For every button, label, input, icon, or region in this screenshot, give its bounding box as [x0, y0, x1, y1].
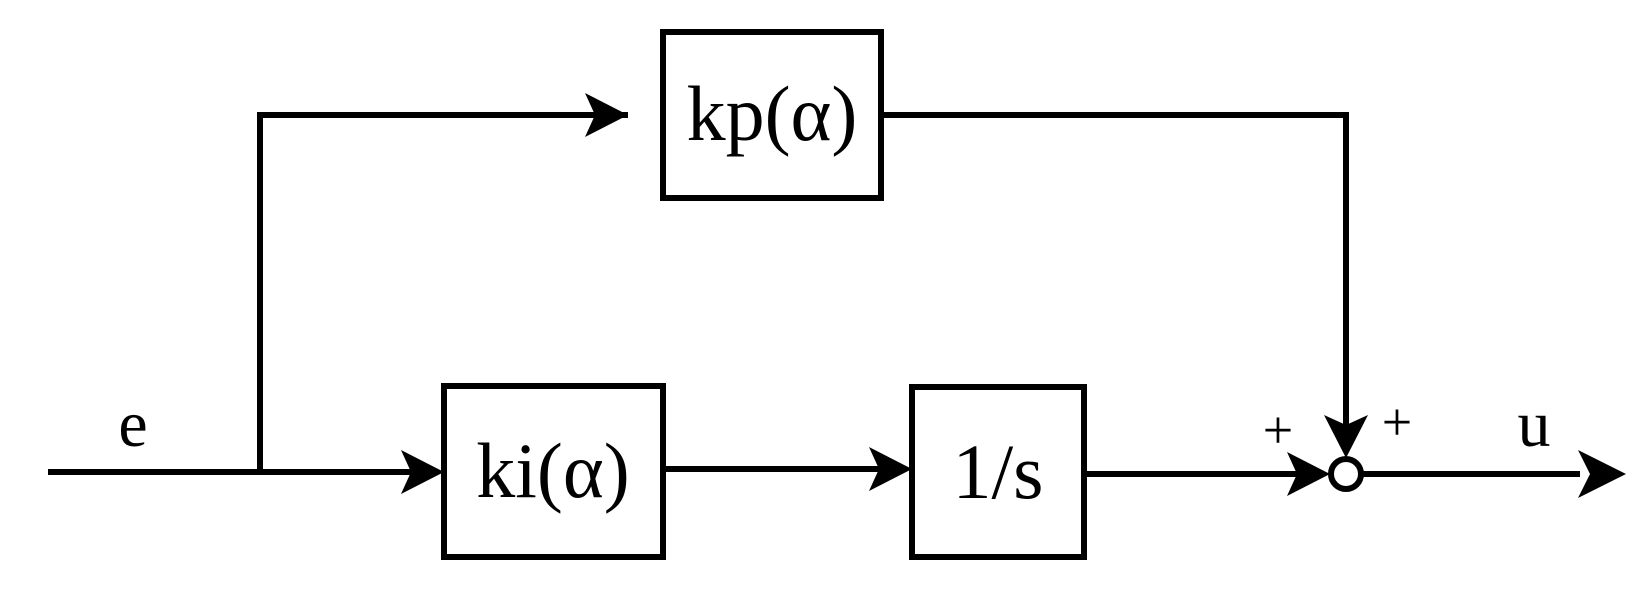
ki-block-label: ki(α) [476, 427, 630, 514]
sum-sign-left: + [1263, 400, 1293, 460]
arrow-into-ki [401, 450, 444, 494]
branch-wire-to-kp [257, 112, 628, 472]
integrator-block-label: 1/s [952, 428, 1043, 515]
summing-junction [1328, 456, 1364, 492]
output-signal-label: u [1518, 388, 1551, 461]
wire-kp-to-sum [881, 112, 1349, 440]
integrator-block [909, 384, 1087, 560]
arrow-into-sum-top [1324, 415, 1368, 458]
arrow-into-sum-left [1287, 452, 1330, 496]
kp-block-label: kp(α) [687, 70, 858, 157]
input-signal-label: e [118, 388, 147, 461]
arrow-into-integrator [869, 447, 912, 491]
arrow-into-kp [585, 93, 628, 137]
sum-sign-top: + [1382, 392, 1412, 452]
output-arrow [1578, 450, 1626, 498]
